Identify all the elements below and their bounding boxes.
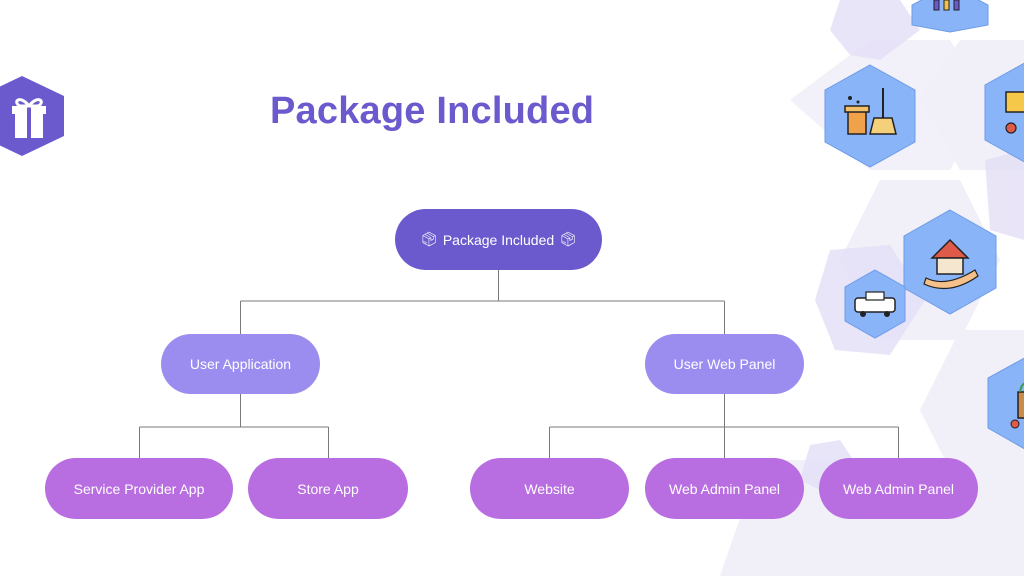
store-app-node: Store App xyxy=(248,458,408,519)
service-provider-app-node: Service Provider App xyxy=(45,458,233,519)
package-icon: 📦︎ xyxy=(420,231,438,247)
taxi-hex xyxy=(844,269,906,339)
website-node: Website xyxy=(470,458,629,519)
cleaning-hex xyxy=(824,64,916,168)
root-node: 📦︎ Package Included 📦︎ xyxy=(395,209,602,270)
grocery-hex xyxy=(987,357,1024,450)
top-hex xyxy=(911,0,989,33)
house-hex xyxy=(903,209,997,315)
node-label: Web Admin Panel xyxy=(842,480,955,497)
user-web-panel-node: User Web Panel xyxy=(645,334,804,394)
node-label: Service Provider App xyxy=(73,480,205,497)
root-node-label: Package Included xyxy=(442,231,555,248)
node-label: User Web Panel xyxy=(673,356,776,372)
node-label: Website xyxy=(524,480,575,497)
gift-icon xyxy=(0,76,64,156)
delivery-hex xyxy=(984,62,1024,163)
web-admin-panel-node-2: Web Admin Panel xyxy=(819,458,978,519)
node-label: Store App xyxy=(297,480,359,497)
package-icon: 📦︎ xyxy=(559,231,577,247)
user-application-node: User Application xyxy=(161,334,320,394)
node-label: Web Admin Panel xyxy=(668,480,781,497)
web-admin-panel-node: Web Admin Panel xyxy=(645,458,804,519)
page-title: Package Included xyxy=(270,90,595,132)
node-label: User Application xyxy=(189,356,292,372)
